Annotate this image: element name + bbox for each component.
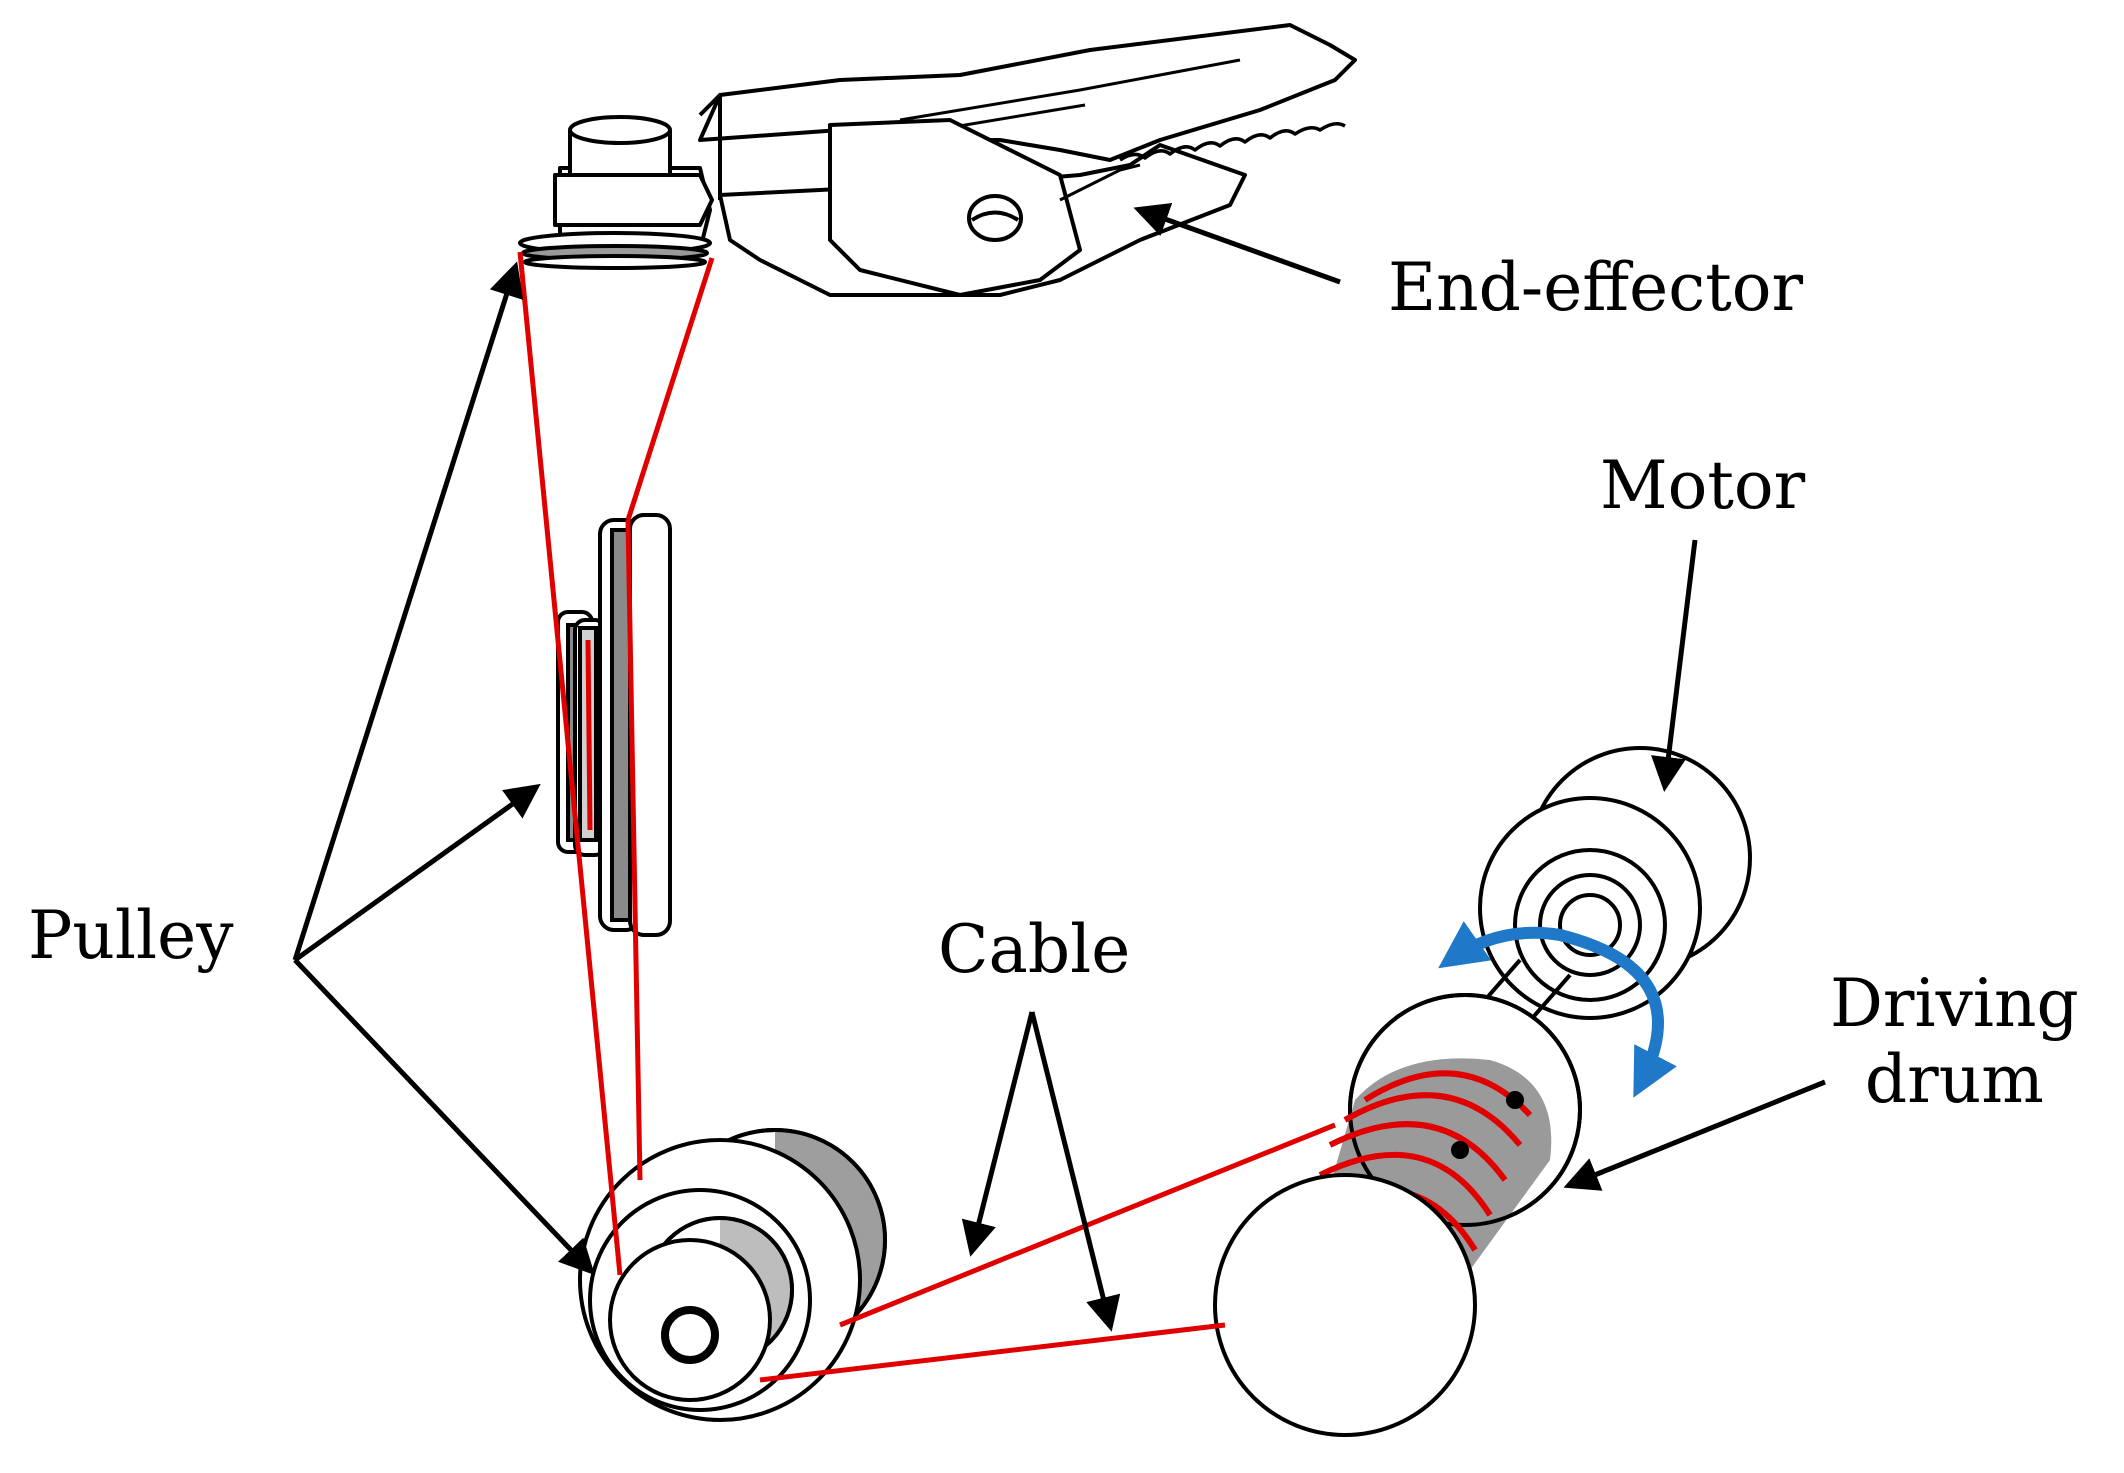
cable-label: Cable xyxy=(938,911,1131,988)
pulley-label: Pulley xyxy=(28,897,234,974)
pulley-middle xyxy=(556,513,672,937)
rotation-arrow xyxy=(1438,921,1677,1098)
pulley-bottom xyxy=(578,1128,887,1422)
pulley-top xyxy=(518,231,712,270)
driving-drum-label-line1: Driving xyxy=(1830,965,2079,1042)
end-effector-gripper xyxy=(553,23,1357,297)
driving-drum xyxy=(1213,993,1582,1437)
leader-arrows xyxy=(292,203,1826,1332)
driving-drum-label-line2: drum xyxy=(1864,1040,2044,1118)
driving-drum-label: Driving drum xyxy=(1830,966,2079,1118)
end-effector-label: End-effector xyxy=(1388,249,1804,326)
motor-label: Motor xyxy=(1600,447,1806,524)
